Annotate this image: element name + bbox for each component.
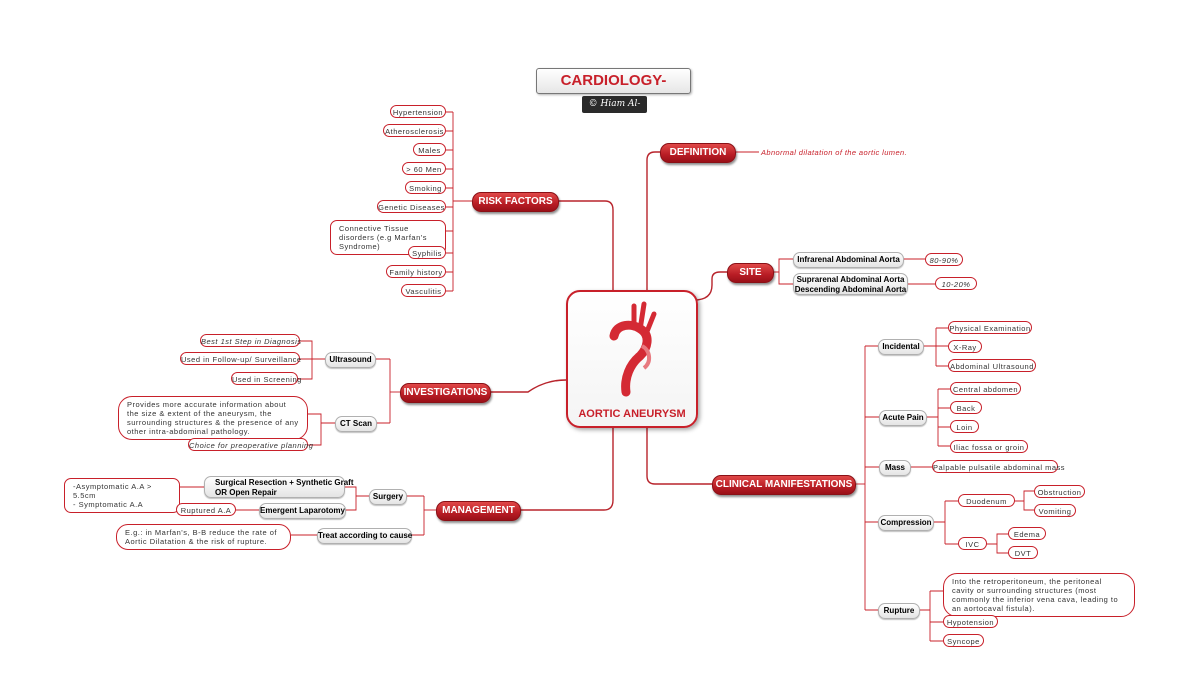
site-node[interactable]: SITE <box>727 263 774 283</box>
ct-scan-node[interactable]: CT Scan <box>335 416 377 432</box>
site-infrarenal[interactable]: Infrarenal Abdominal Aorta <box>793 252 904 268</box>
treat-cause-text: E.g.: in Marfan's, B-B reduce the rate o… <box>116 524 291 550</box>
risk-item: Males <box>413 143 446 156</box>
resection-indication-line-2: - Symptomatic A.A <box>73 500 144 509</box>
ivc-item: Edema <box>1008 527 1046 540</box>
surgical-resection-line-2: OR Open Repair <box>215 488 277 497</box>
risk-factors-node[interactable]: RISK FACTORS <box>472 192 559 212</box>
mass-item: Palpable pulsatile abdominal mass <box>932 460 1065 473</box>
ct-scan-item: Choice for preoperative planning <box>188 438 313 451</box>
clinical-manifestations-node[interactable]: CLINICAL MANIFESTATIONS <box>712 475 856 495</box>
site-suprarenal-line-2: Descending Abdominal Aorta <box>794 285 907 294</box>
rupture-item: Syncope <box>943 634 984 647</box>
page-title: CARDIOLOGY- USMLE <box>536 68 691 113</box>
acute-pain-item: Central abdomen <box>950 382 1021 395</box>
site-infrarenal-percent: 80-90% <box>925 253 963 266</box>
incidental-item: X-Ray <box>948 340 982 353</box>
risk-item: Family history <box>386 265 446 278</box>
definition-node[interactable]: DEFINITION <box>660 143 736 163</box>
author-badge: © Hiam Al-Abrah <box>582 96 647 126</box>
ivc-node: IVC <box>958 537 987 550</box>
treat-cause-node[interactable]: Treat according to cause <box>317 528 412 544</box>
rupture-node[interactable]: Rupture <box>878 603 920 619</box>
rupture-item: Into the retroperitoneum, the peritoneal… <box>943 573 1135 617</box>
rupture-item: Hypotension <box>943 615 998 628</box>
risk-item: Genetic Diseases <box>377 200 446 213</box>
risk-item: Smoking <box>405 181 446 194</box>
emergent-laparotomy-node[interactable]: Emergent Laparotomy <box>259 503 346 519</box>
aorta-icon <box>609 301 657 397</box>
risk-item: Atherosclerosis <box>383 124 446 137</box>
surgery-node[interactable]: Surgery <box>369 489 407 505</box>
laparotomy-indication: Ruptured A.A <box>176 503 236 516</box>
resection-indication-line-1: -Asymptomatic A.A > 5.5cm <box>73 482 152 500</box>
ivc-item: DVT <box>1008 546 1038 559</box>
site-suprarenal[interactable]: Suprarenal Abdominal Aorta Descending Ab… <box>793 273 908 295</box>
mass-node[interactable]: Mass <box>879 460 911 476</box>
incidental-node[interactable]: Incidental <box>878 339 924 355</box>
ultrasound-node[interactable]: Ultrasound <box>325 352 376 368</box>
duodenum-node: Duodenum <box>958 494 1015 507</box>
definition-text: Abnormal dilatation of the aortic lumen. <box>761 148 908 157</box>
surgical-resection-node[interactable]: Surgical Resection + Synthetic Graft OR … <box>204 476 354 498</box>
duodenum-item: Vomiting <box>1034 504 1076 517</box>
acute-pain-node[interactable]: Acute Pain <box>879 410 927 426</box>
site-suprarenal-percent: 10-20% <box>935 277 977 290</box>
duodenum-item: Obstruction <box>1034 485 1085 498</box>
site-suprarenal-line-1: Suprarenal Abdominal Aorta <box>796 275 905 284</box>
ultrasound-item: Best 1st Step in Diagnosis <box>200 334 301 347</box>
acute-pain-item: Back <box>950 401 982 414</box>
central-topic-label: AORTIC ANEURYSM <box>578 408 686 420</box>
central-topic[interactable]: AORTIC ANEURYSM <box>566 290 698 428</box>
ultrasound-item: Used in Follow-up/ Surveillance <box>180 352 301 365</box>
acute-pain-item: Loin <box>950 420 979 433</box>
risk-item: > 60 Men <box>402 162 446 175</box>
compression-node[interactable]: Compression <box>878 515 934 531</box>
risk-item: Hypertension <box>390 105 446 118</box>
surgical-resection-line-1: Surgical Resection + Synthetic Graft <box>215 478 354 487</box>
risk-item: Vasculitis <box>401 284 446 297</box>
ct-scan-item: Provides more accurate information about… <box>118 396 308 440</box>
management-node[interactable]: MANAGEMENT <box>436 501 521 521</box>
incidental-item: Abdominal Ultrasound <box>948 359 1036 372</box>
ultrasound-item: Used in Screening <box>231 372 301 385</box>
risk-item: Syphilis <box>408 246 446 259</box>
incidental-item: Physical Examination <box>948 321 1032 334</box>
resection-indication: -Asymptomatic A.A > 5.5cm - Symptomatic … <box>64 478 180 513</box>
investigations-node[interactable]: INVESTIGATIONS <box>400 383 491 403</box>
acute-pain-item: Iliac fossa or groin <box>950 440 1028 453</box>
